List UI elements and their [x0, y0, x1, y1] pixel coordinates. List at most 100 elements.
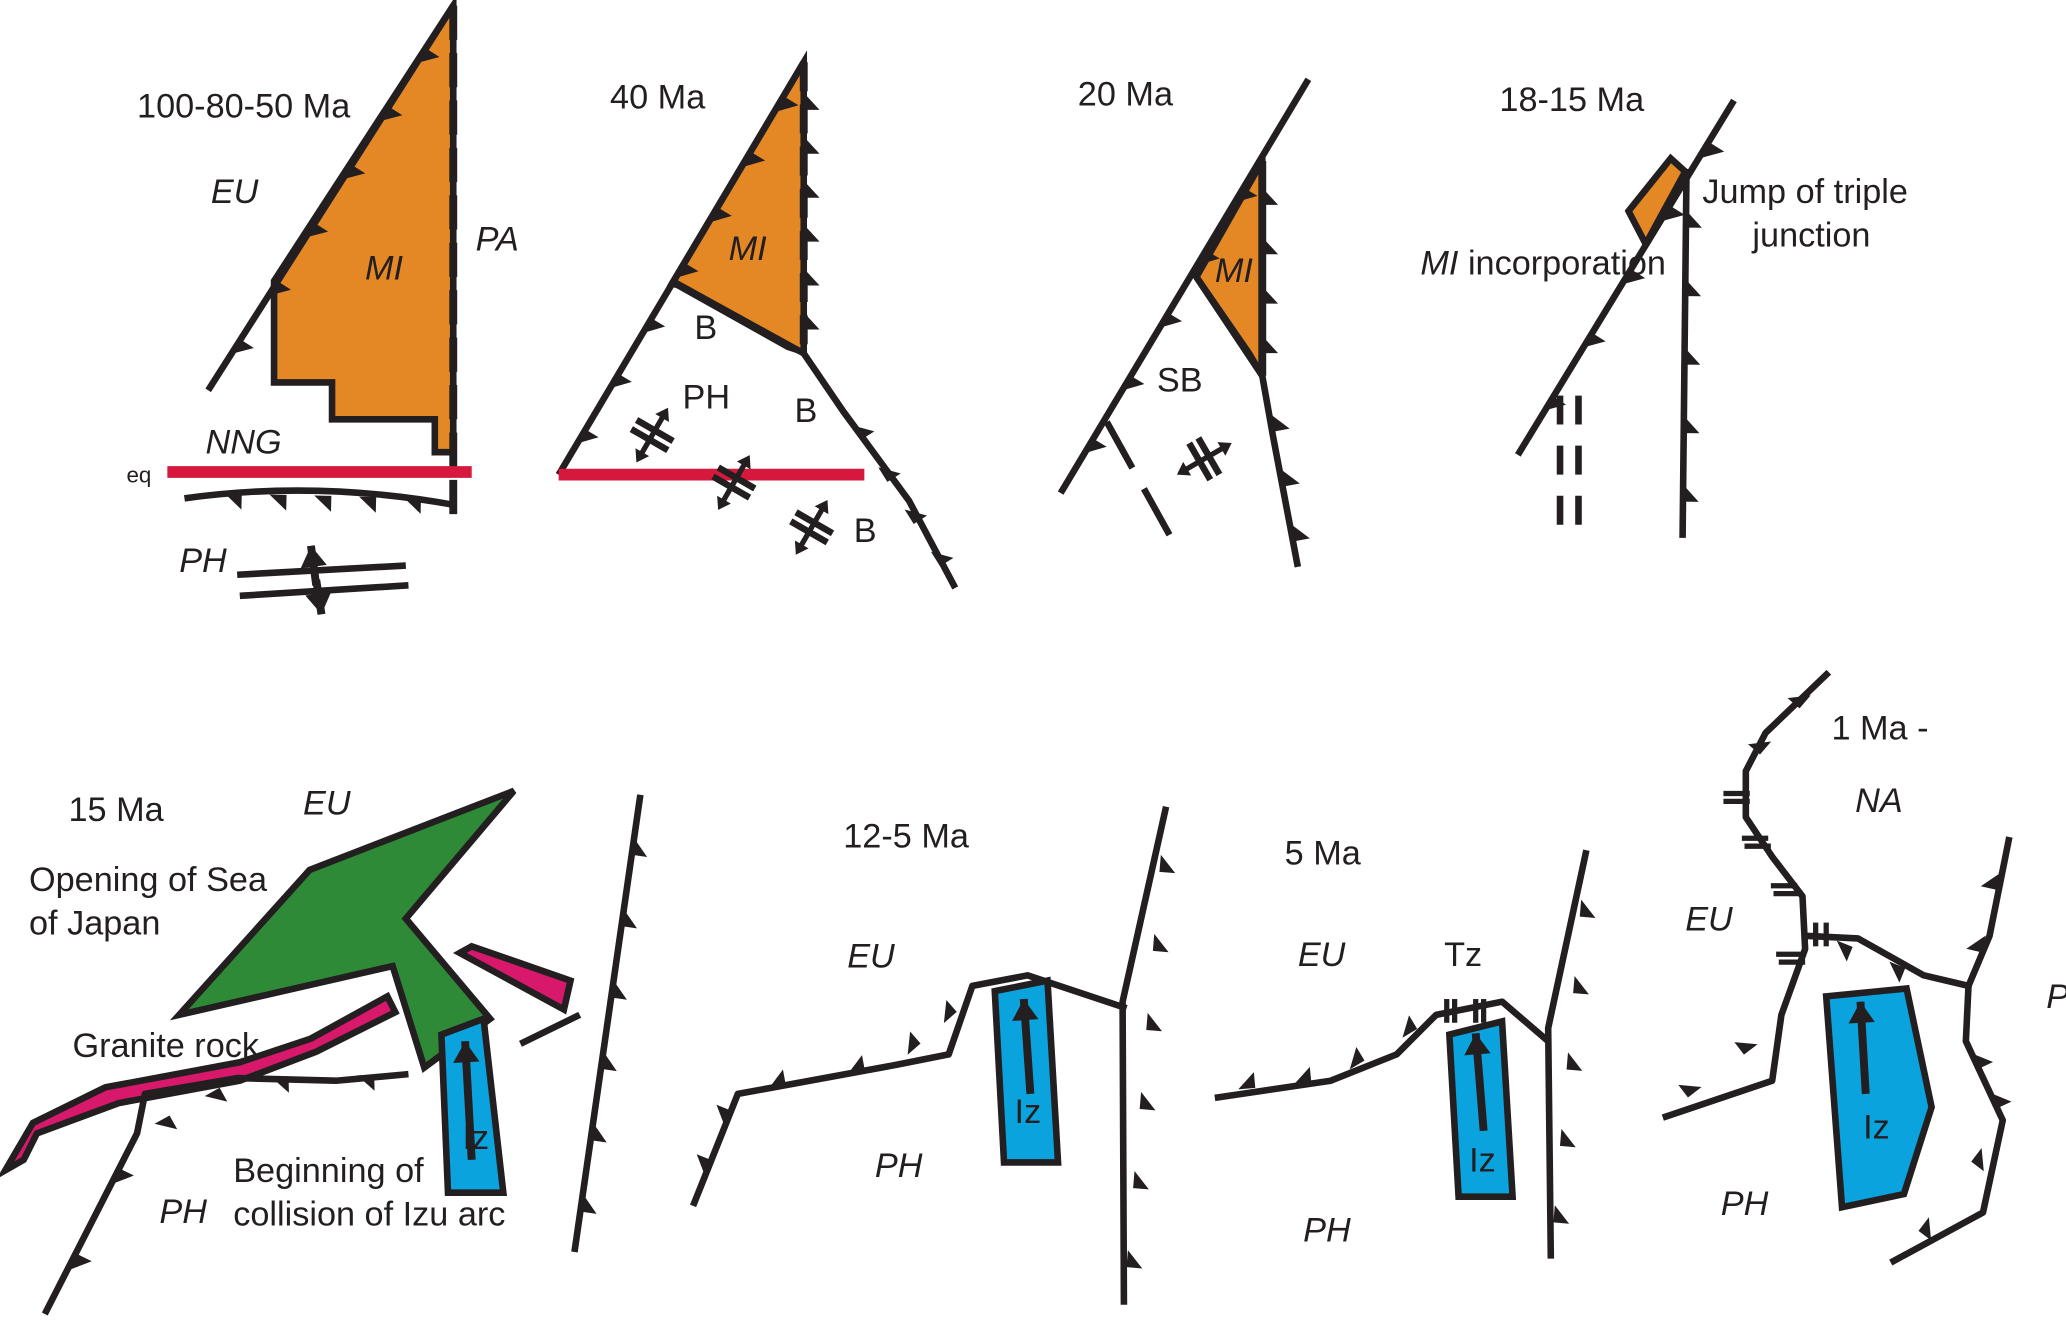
fault-line — [519, 1011, 582, 1047]
b-trench-tooth — [930, 551, 954, 567]
eu-ph-tooth — [696, 1154, 712, 1176]
pa-trench-tooth — [1573, 976, 1589, 995]
eu-trench-tooth — [576, 429, 599, 444]
spreading-ridge-symbol — [789, 499, 835, 555]
pa-trench-tooth — [1682, 484, 1699, 502]
eu-na-tooth — [1748, 741, 1772, 755]
panel-age-label: 40 Ma — [610, 78, 706, 116]
plate-label-ph: PH — [179, 542, 227, 580]
incorporation-text: incorporation — [1458, 244, 1666, 282]
eu-trench-tooth — [416, 48, 440, 63]
spreading-ridge-symbol — [711, 455, 757, 510]
eu-na-tooth — [1734, 1042, 1758, 1055]
spread-arrow-shaft — [1180, 443, 1229, 475]
eu-trench-tooth — [742, 152, 766, 168]
eu-na-tooth — [1678, 1084, 1702, 1098]
ph-pa-boundary — [1889, 985, 2007, 1266]
ph-pa-tooth — [1989, 1092, 2012, 1109]
b-trench-tooth — [851, 425, 875, 440]
eu-ph-tooth — [1349, 1046, 1365, 1070]
spreading-ridge-symbol — [1176, 436, 1232, 482]
pa-trench-tooth — [803, 268, 820, 286]
eu-trench-tooth — [342, 164, 366, 180]
eu-trench-tooth — [305, 223, 329, 238]
plate-label-mi: MI — [729, 230, 768, 268]
ph-trench-tooth — [269, 494, 287, 511]
panel-20-ma: 20 Ma MI SB — [1078, 76, 1254, 400]
eu-trench — [1515, 98, 1737, 457]
motion-arrowhead — [1848, 1001, 1875, 1024]
eu-na-tooth — [1787, 695, 1811, 709]
ph-trench-tooth — [1281, 469, 1300, 487]
motion-arrowhead — [453, 1041, 480, 1063]
izu-block-label: Iz — [1015, 1093, 1042, 1131]
ph-ridge — [236, 562, 407, 579]
pa-trench-tooth — [1559, 1128, 1576, 1148]
pa-trench-tooth — [580, 1194, 597, 1214]
panel-100-80-50-ma: 100-80-50 Ma EU MI PA NNG eq PH — [126, 88, 518, 581]
eu-ph-tooth — [716, 1104, 732, 1127]
panel-12-5-ma: 12-5 Ma EU PH Iz — [843, 818, 1041, 1185]
eu-trench-tooth — [1235, 187, 1258, 203]
b-trench-tooth — [904, 509, 928, 525]
granite-rock-east — [453, 942, 575, 1015]
pa-tooth — [1966, 935, 1986, 953]
collision-note-line1: Beginning of — [233, 1152, 424, 1190]
spread-arrowhead — [1176, 461, 1192, 476]
panel-age-label: 5 Ma — [1285, 835, 1362, 873]
ph-trench-tooth — [1271, 414, 1290, 432]
pa-trench-tooth — [1152, 933, 1169, 953]
plate-label-b: B — [694, 309, 717, 347]
ph-trench-tooth — [271, 1076, 289, 1093]
eu-trench-tooth — [231, 339, 254, 354]
eu-ph-boundary — [690, 972, 1128, 1208]
granite-rock-label: Granite rock — [72, 1027, 259, 1065]
spread-arrow-shaft — [636, 410, 668, 460]
izu-block-label: Iz — [1863, 1109, 1890, 1147]
panel-age-label: 18-15 Ma — [1499, 81, 1645, 119]
plate-label-eu: EU — [303, 785, 351, 823]
equator-label: eq — [126, 463, 151, 488]
triple-junction-note-line1: Jump of triple — [1702, 173, 1908, 211]
eu-trench-tooth — [1583, 332, 1606, 348]
b-boundary — [673, 279, 959, 590]
eu-trench-tooth — [676, 263, 699, 278]
spread-arrowhead — [1217, 442, 1232, 456]
eu-ph-tooth — [907, 1031, 921, 1055]
pa-trench — [1544, 849, 1590, 1259]
pa-trench — [1119, 805, 1170, 1305]
motion-arrowhead — [305, 591, 332, 615]
spread-arrow-shaft — [718, 458, 750, 507]
eu-trench-tooth — [268, 281, 292, 296]
pa-trench-tooth — [611, 980, 627, 1000]
eu-ph-boundary — [1214, 998, 1551, 1102]
pa-trench-tooth — [1126, 1250, 1143, 1269]
eu-trench-tooth — [709, 207, 732, 223]
ph-trench-tooth — [70, 1254, 92, 1270]
ph-trench-tooth — [357, 1074, 375, 1091]
plate-label-ph: PH — [1721, 1185, 1769, 1223]
eu-ph-tooth — [1294, 1066, 1312, 1085]
eu-trench-tooth — [1662, 206, 1685, 222]
ph-trench-tooth — [314, 495, 332, 512]
plate-label-b: B — [854, 512, 877, 550]
plate-label-eu: EU — [847, 937, 895, 975]
pa-trench-tooth — [631, 837, 648, 857]
pa-trench-tooth — [1262, 237, 1279, 255]
izu-block — [1822, 984, 1936, 1212]
panel-age-label: 20 Ma — [1078, 76, 1174, 114]
plate-label-eu: EU — [1298, 936, 1346, 974]
panel-age-label: 100-80-50 Ma — [137, 88, 351, 126]
plate-label-ph: PH — [159, 1193, 207, 1231]
eu-trench-tooth — [1197, 250, 1220, 266]
pa-trench-tooth — [803, 92, 820, 110]
pa-trench-tooth — [1159, 854, 1176, 874]
eu-ph-tooth — [768, 1069, 786, 1089]
eu-trench-tooth — [609, 373, 632, 389]
panel-age-label: 15 Ma — [69, 791, 165, 829]
panel-age-label: 1 Ma - — [1831, 709, 1928, 747]
pa-trench-tooth — [1146, 1012, 1163, 1032]
spreading-ridge-symbol — [629, 407, 675, 463]
plate-label-p: P — [2046, 978, 2066, 1016]
eu-trench-tooth — [1543, 396, 1567, 411]
